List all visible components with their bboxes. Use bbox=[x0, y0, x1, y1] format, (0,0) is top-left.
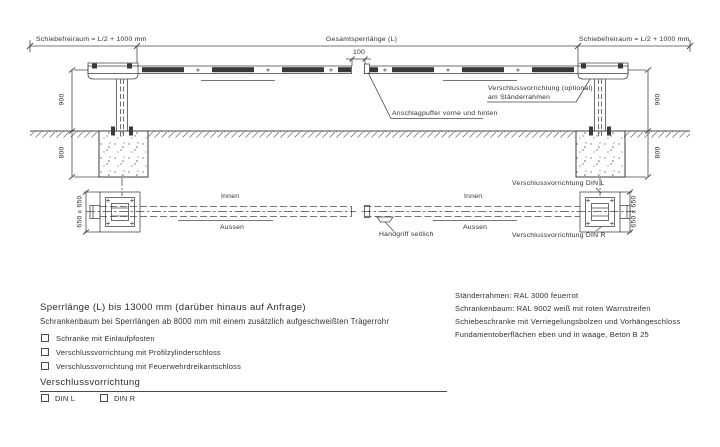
lock-optional-label-line2: am Ständerrahmen bbox=[488, 94, 551, 101]
lock-optional-label-line1: Verschlussvorrichtung (optional) bbox=[488, 85, 593, 92]
dim-gap-label: 100 bbox=[352, 49, 366, 56]
option-label-einlaufpfosten: Schranke mit Einlaufpfosten bbox=[56, 334, 155, 343]
checkbox-din-r[interactable] bbox=[100, 394, 108, 402]
checkbox-einlaufpfosten[interactable] bbox=[41, 334, 49, 342]
buffer-label: Anschlagpuffer vorne und hinten bbox=[392, 110, 498, 117]
elevation-view bbox=[26, 40, 694, 180]
outside-right-label: Aussen bbox=[463, 224, 488, 231]
inside-left-label: Innen bbox=[221, 193, 240, 200]
dim-clearance-left-label: Schiebefreiraum = L/2 + 1000 mm bbox=[36, 36, 147, 43]
dim-height-right-label: 900 bbox=[654, 93, 662, 106]
checkbox-profilzylinderschloss[interactable] bbox=[41, 348, 49, 356]
dim-depth-right-label: 800 bbox=[654, 146, 662, 159]
checkbox-din-l[interactable] bbox=[41, 394, 49, 402]
lock-option-label-din-r: DIN R bbox=[114, 394, 136, 403]
warning-stripes bbox=[142, 67, 574, 73]
dim-height-left-label: 900 bbox=[58, 93, 66, 106]
lock-section-heading: Verschlussvorrichtung bbox=[40, 377, 141, 388]
lock-option-label-din-l: DIN L bbox=[55, 394, 76, 403]
option-label-profilzylinderschloss: Verschlussvorrichtung mit Profilzylinder… bbox=[56, 348, 221, 357]
note-frame-color: Ständerrahmen: RAL 3000 feuerrot bbox=[455, 291, 579, 300]
checkbox-feuerwehrdreikantschloss[interactable] bbox=[41, 362, 49, 370]
outside-left-label: Aussen bbox=[220, 224, 245, 231]
notes-subtitle: Schrankenbaum bei Sperrlängen ab 8000 mm… bbox=[40, 317, 390, 326]
lock-din-l-label: Verschlussvorrichtung DIN L bbox=[512, 180, 605, 187]
handle-label: Handgriff seitlich bbox=[379, 231, 434, 238]
inside-right-label: Innen bbox=[464, 193, 483, 200]
note-foundation: Fundamentoberflächen eben und in waage, … bbox=[455, 330, 649, 339]
dim-foundation-right-label: 650 x 650 bbox=[630, 195, 638, 228]
dim-foundation-left-label: 650 x 650 bbox=[76, 195, 84, 228]
dim-total-length-label: Gesamtsperrlänge (L) bbox=[326, 36, 398, 43]
note-beam-color: Schrankenbaum: RAL 9002 weiß mit roten W… bbox=[455, 304, 651, 313]
option-label-feuerwehrdreikantschloss: Verschlussvorrichtung mit Feuerwehrdreik… bbox=[56, 362, 242, 371]
lock-din-r-label: Verschlussvorrichtung DIN R bbox=[512, 232, 606, 239]
notes-title: Sperrlänge (L) bis 13000 mm (darüber hin… bbox=[40, 302, 306, 313]
dim-clearance-right-label: Schiebefreiraum = L/2 + 1000 mm bbox=[579, 36, 690, 43]
plan-view bbox=[82, 178, 634, 235]
dim-depth-left-label: 800 bbox=[58, 146, 66, 159]
note-locking: Schiebeschranke mit Verriegelungsbolzen … bbox=[455, 317, 681, 326]
